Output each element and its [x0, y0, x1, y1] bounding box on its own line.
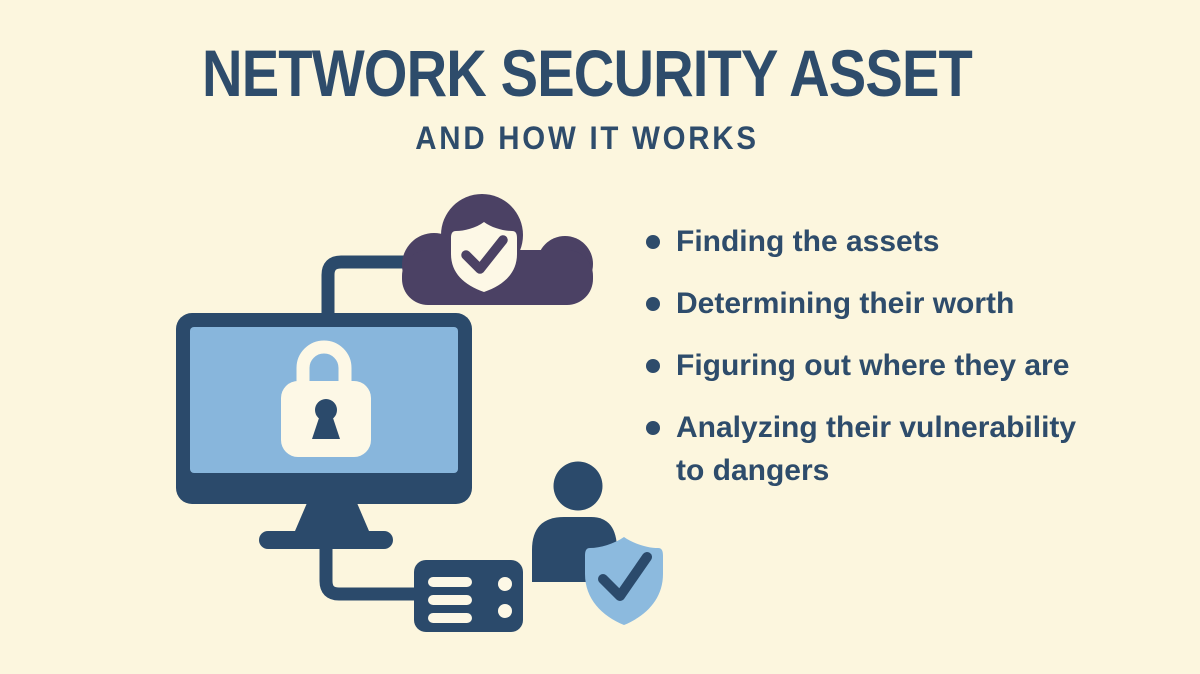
connector-monitor-cloud-line [321, 255, 410, 318]
monitor-stand-neck [295, 503, 369, 531]
bullet-dot [646, 359, 660, 373]
bullet-dot [646, 235, 660, 249]
cloud-security-icon [402, 194, 593, 305]
header: NETWORK SECURITY ASSET AND HOW IT WORKS [0, 40, 1187, 157]
monitor-stand-base [259, 531, 393, 549]
bullet-dot [646, 297, 660, 311]
server-slot [428, 577, 472, 587]
page-title: NETWORK SECURITY ASSET [202, 36, 973, 110]
list-item-line: to dangers [676, 454, 830, 487]
feature-list: Finding the assets Determining their wor… [646, 220, 1146, 511]
list-item-line: Finding the assets [676, 225, 940, 258]
server-led [498, 577, 512, 591]
user-shield-check-icon [532, 461, 663, 625]
list-item: Figuring out where they are [646, 344, 1146, 387]
server-slot [428, 613, 472, 623]
padlock-icon [281, 340, 371, 457]
list-item-text: Figuring out where they are [676, 344, 1069, 387]
connector-stand-server-line [319, 546, 420, 601]
keyhole-tail [312, 415, 340, 439]
server-icon [414, 560, 523, 632]
list-item: Determining their worth [646, 282, 1146, 325]
checkmark-icon [598, 552, 652, 601]
server-led [498, 604, 512, 618]
list-item-text: Determining their worth [676, 282, 1014, 325]
padlock-shackle [296, 340, 352, 387]
list-item-text: Finding the assets [676, 220, 939, 263]
page-subtitle: AND HOW IT WORKS [415, 120, 759, 156]
list-item-line: Determining their worth [676, 287, 1015, 320]
list-item-line: Figuring out where they are [676, 349, 1070, 382]
list-item: Finding the assets [646, 220, 1146, 263]
list-item-line: Analyzing their vulnerability [676, 411, 1077, 444]
checkmark-icon [461, 235, 508, 274]
list-item-text: Analyzing their vulnerability to dangers [676, 406, 1076, 492]
bullet-dot [646, 421, 660, 435]
monitor-icon [176, 313, 472, 549]
user-head [553, 461, 603, 511]
list-item: Analyzing their vulnerability to dangers [646, 406, 1146, 492]
user-shield [585, 537, 663, 625]
server-slot [428, 595, 472, 605]
